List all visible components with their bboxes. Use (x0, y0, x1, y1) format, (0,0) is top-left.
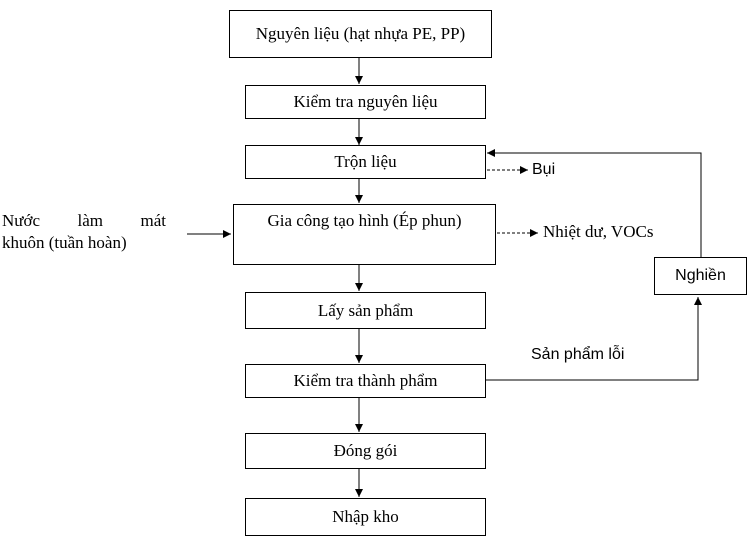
output-heat-vocs: Nhiệt dư, VOCs (543, 222, 654, 241)
step-inspect-product-label: Kiểm tra thành phẩm (293, 371, 438, 390)
step-inspect-material: Kiểm tra nguyên liệu (245, 85, 486, 119)
arrow-grinding-to-mixing (487, 149, 702, 257)
step-grinding: Nghiền (654, 257, 747, 295)
flow-defective-label: Sản phẩm lỗi (531, 346, 625, 363)
step-warehouse-label: Nhập kho (332, 507, 399, 526)
step-raw-material-label: Nguyên liệu (hạt nhựa PE, PP) (255, 24, 466, 43)
step-packing: Đóng gói (245, 433, 486, 469)
step-packing-label: Đóng gói (333, 441, 398, 460)
step-forming: Gia công tạo hình (Ép phun) (233, 204, 496, 265)
step-grinding-label: Nghiền (675, 267, 726, 284)
step-mixing: Trộn liệu (245, 145, 486, 179)
step-inspect-product: Kiểm tra thành phẩm (245, 364, 486, 398)
input-cooling-water-line2: khuôn (tuần hoàn) (2, 233, 127, 252)
input-cooling-water-line1: Nước làm mát (2, 211, 166, 230)
step-raw-material: Nguyên liệu (hạt nhựa PE, PP) (229, 10, 492, 58)
step-take-product-label: Lấy sản phẩm (317, 300, 414, 320)
output-dust: Bụi (532, 161, 556, 178)
arrow-defective-to-grinding (486, 297, 702, 381)
step-warehouse: Nhập kho (245, 498, 486, 536)
step-take-product: Lấy sản phẩm (245, 292, 486, 329)
step-mixing-label: Trộn liệu (334, 152, 397, 171)
step-inspect-material-label: Kiểm tra nguyên liệu (293, 92, 438, 111)
step-forming-label: Gia công tạo hình (Ép phun) (267, 211, 462, 230)
